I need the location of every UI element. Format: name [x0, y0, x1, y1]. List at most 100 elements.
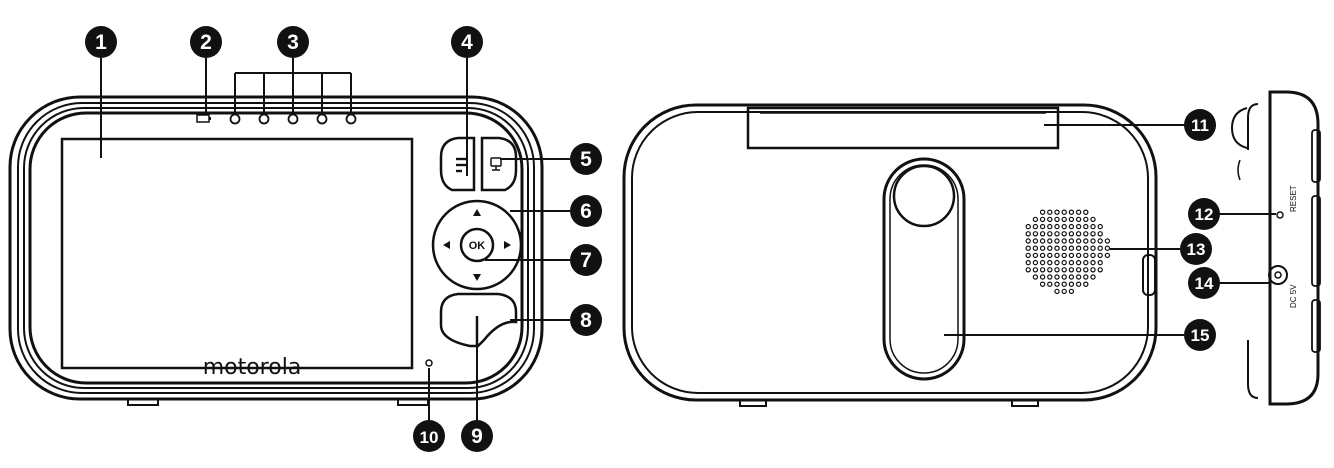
antenna-side — [1230, 107, 1248, 149]
speaker-hole — [1090, 259, 1096, 266]
side-button-bottom — [1311, 299, 1321, 353]
svg-text:2: 2 — [200, 31, 212, 54]
speaker-hole — [1090, 238, 1096, 244]
side-back-edge-bottom — [1247, 340, 1259, 399]
speaker-hole — [1061, 252, 1067, 259]
callout-1: 1 — [85, 26, 117, 58]
talk-button[interactable] — [439, 292, 518, 348]
ok-label: OK — [469, 240, 486, 252]
callout-10: 10 — [413, 420, 445, 452]
stand-hinge — [892, 164, 956, 228]
speaker-hole — [1068, 281, 1075, 287]
callout-badges: 1 2 3 4 5 6 7 8 9 10 11 12 13 14 15 — [85, 26, 1220, 452]
speaker-hole — [1039, 267, 1046, 273]
leader-lines — [100, 58, 1276, 420]
reset-hole[interactable] — [1276, 211, 1284, 219]
speaker-hole — [1039, 209, 1046, 215]
front-body-ring-1 — [17, 102, 535, 394]
speaker-hole — [1061, 259, 1067, 266]
speaker-hole — [1032, 267, 1039, 273]
svg-text:8: 8 — [580, 309, 592, 332]
speaker-hole — [1090, 245, 1096, 251]
speaker-hole — [1039, 245, 1046, 251]
speaker-hole — [1075, 231, 1082, 237]
side-back-edge — [1247, 103, 1259, 150]
speaker-hole — [1083, 209, 1089, 215]
speaker-hole — [1068, 238, 1075, 244]
led-4 — [316, 113, 328, 125]
speaker-hole — [1039, 231, 1046, 237]
dc-jack[interactable] — [1268, 265, 1288, 285]
speaker-hole — [1068, 252, 1075, 259]
speaker-hole — [1047, 216, 1053, 223]
speaker-hole — [1068, 216, 1075, 223]
svg-text:10: 10 — [420, 428, 439, 447]
back-foot-right — [1011, 399, 1039, 407]
speaker-hole — [1039, 252, 1046, 259]
speaker-hole — [1025, 259, 1031, 266]
svg-text:11: 11 — [1191, 116, 1209, 135]
speaker-hole — [1075, 245, 1082, 251]
speaker-grille — [1025, 209, 1111, 295]
speaker-hole — [1097, 259, 1103, 266]
speaker-hole — [1061, 223, 1067, 230]
speaker-hole — [1047, 209, 1053, 215]
lcd-screen — [60, 137, 414, 370]
speaker-hole — [1054, 252, 1060, 259]
speaker-hole — [1061, 209, 1067, 215]
speaker-hole — [1083, 252, 1089, 259]
front-view — [8, 95, 544, 406]
speaker-hole — [1047, 223, 1053, 230]
speaker-hole — [1032, 245, 1039, 251]
speaker-hole — [1054, 259, 1060, 266]
speaker-hole — [1054, 216, 1060, 223]
speaker-hole — [1061, 216, 1067, 223]
led-5 — [345, 113, 357, 125]
speaker-hole — [1068, 231, 1075, 237]
speaker-hole — [1032, 252, 1039, 259]
speaker-hole — [1025, 231, 1031, 237]
battery-icon — [196, 114, 211, 123]
speaker-hole — [1061, 288, 1067, 295]
dc-jack-pin — [1274, 271, 1282, 279]
svg-text:13: 13 — [1187, 240, 1206, 259]
svg-text:9: 9 — [471, 425, 483, 448]
camera-view-button[interactable] — [480, 136, 518, 192]
speaker-hole — [1039, 274, 1046, 280]
microphone-hole — [425, 359, 433, 367]
svg-text:15: 15 — [1191, 326, 1210, 345]
speaker-hole — [1025, 245, 1031, 251]
led-1 — [229, 113, 241, 125]
speaker-hole — [1039, 281, 1046, 287]
speaker-hole — [1025, 267, 1031, 273]
speaker-hole — [1075, 259, 1082, 266]
back-body-ring — [631, 111, 1149, 394]
speaker-hole — [1047, 252, 1053, 259]
menu-button[interactable] — [439, 136, 476, 192]
speaker-hole — [1097, 252, 1103, 259]
speaker-hole — [1097, 267, 1103, 273]
svg-text:1: 1 — [95, 31, 107, 54]
speaker-hole — [1054, 245, 1060, 251]
speaker-hole — [1047, 281, 1053, 287]
speaker-hole — [1025, 223, 1031, 230]
front-body-outline — [8, 95, 544, 401]
front-foot-left — [127, 398, 159, 406]
speaker-hole — [1068, 245, 1075, 251]
ok-button[interactable] — [459, 227, 495, 263]
speaker-hole — [1090, 223, 1096, 230]
led-2 — [258, 113, 270, 125]
speaker-hole — [1104, 245, 1111, 251]
callout-11: 11 — [1184, 109, 1216, 141]
nav-ring[interactable] — [431, 199, 523, 291]
speaker-hole — [1075, 209, 1082, 215]
speaker-hole — [1047, 231, 1053, 237]
monitor-icon — [490, 157, 502, 171]
callout-9: 9 — [461, 420, 493, 452]
side-body — [1268, 90, 1320, 406]
svg-text:14: 14 — [1195, 274, 1214, 293]
callout-14: 14 — [1188, 267, 1220, 299]
speaker-hole — [1054, 288, 1060, 295]
brand-logo: motorola — [203, 355, 302, 380]
speaker-hole — [1083, 274, 1089, 280]
